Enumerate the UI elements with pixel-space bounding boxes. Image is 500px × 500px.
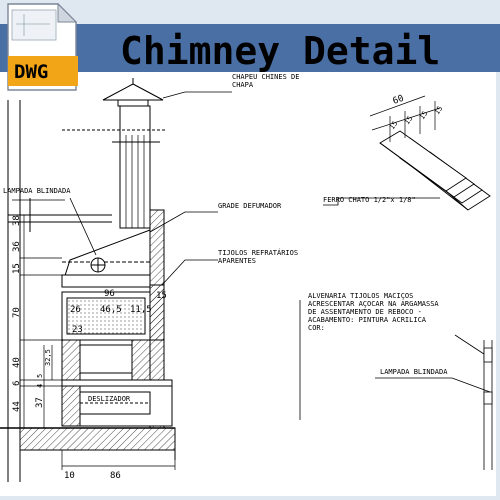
file-icon-badge-text: DWG <box>14 61 48 83</box>
grate-detail <box>379 130 491 211</box>
label-ferro: FERRO CHATO 1/2"x 1/8" <box>323 196 416 204</box>
dim-v-5: 5 <box>36 374 44 378</box>
dim-h-10: 10 <box>64 471 75 481</box>
banner-title: Chimney Detail <box>120 29 440 73</box>
label-alvenaria-2: ACRESCENTAR AÇOCAR NA ARGAMASSA <box>308 300 439 308</box>
banner-bar <box>0 24 500 72</box>
file-icon-fold <box>57 2 78 23</box>
file-icon-preview <box>11 9 57 41</box>
label-alvenaria-5: COR: <box>308 324 325 332</box>
dim-v-36: 36 <box>12 241 22 252</box>
dim-grate-15c: 15 <box>418 110 429 122</box>
label-chapeu-2: CHAPA <box>232 81 254 89</box>
dimension-text: 15 15 38 36 15 70 40 6 44 37 5 4 32,5 96… <box>12 58 444 481</box>
label-grade: GRADE DEFUMADOR <box>218 202 282 210</box>
chimney-flue <box>119 105 151 229</box>
annotation-text: CHAPEU CHINES DE CHAPA LAMPADA BLINDADA … <box>3 73 448 403</box>
dwg-file-icon: DWG <box>7 2 78 91</box>
label-alvenaria-4: ACABAMENTO: PINTURA ACRILICA <box>308 316 427 324</box>
dim-h-46-5: 46,5 <box>100 305 122 315</box>
floor-slab <box>19 427 176 451</box>
dim-v-70: 70 <box>12 307 22 318</box>
hearth-left-hatch <box>61 339 81 381</box>
hearth-inner <box>79 344 133 374</box>
hearth-right-hatch <box>131 339 151 381</box>
label-deslizador: DESLIZADOR <box>88 395 131 403</box>
label-chapeu-1: CHAPEU CHINES DE <box>232 73 299 81</box>
title-banner: Chimney Detail <box>0 0 500 73</box>
grate-dimensions <box>369 95 441 142</box>
vertical-dimension-chain <box>20 215 176 470</box>
label-alvenaria-1: ALVENARIA TIJOLOS MACIÇOS <box>308 292 413 300</box>
dim-grate-15b: 15 <box>403 115 414 127</box>
firebox-side <box>149 284 165 341</box>
dim-h-11-5: 11,5 <box>130 305 152 315</box>
dim-v-37: 37 <box>35 397 45 408</box>
dim-v-32-5: 32,5 <box>44 349 52 366</box>
dim-v-4: 4 <box>36 384 44 388</box>
dim-v-15: 15 <box>12 263 22 274</box>
page-edge-right <box>496 0 500 500</box>
chimney-section <box>0 78 176 482</box>
dim-grate-15d: 15 <box>433 105 444 117</box>
dim-h-96: 96 <box>104 289 115 299</box>
dim-v-38: 38 <box>12 215 22 226</box>
firebox-brick <box>66 297 146 335</box>
cap-collar <box>117 99 149 107</box>
hood-band <box>61 274 151 288</box>
hearth-slab <box>61 379 173 387</box>
right-wall-fragment <box>483 340 493 470</box>
dim-h-23: 23 <box>72 325 83 335</box>
label-tijolos-1: TIJOLOS REFRATÁRIOS <box>218 248 298 257</box>
dim-v-6: 6 <box>12 381 22 386</box>
dim-grate-15a: 15 <box>388 120 399 132</box>
dim-h-15: 15 <box>156 291 167 301</box>
label-lampada-top: LAMPADA BLINDADA <box>3 187 71 195</box>
label-lampada-right: LAMPADA BLINDADA <box>380 368 448 376</box>
file-icon-badge <box>8 56 78 86</box>
label-alvenaria-3: DE ASSENTAMENTO DE REBOCO - <box>308 308 422 316</box>
flue-ribs <box>125 135 145 228</box>
base-left-hatch <box>61 385 81 427</box>
label-tijolos-2: APARENTES <box>218 257 256 265</box>
dim-grate-60: 60 <box>392 94 406 107</box>
dim-v-40: 40 <box>12 357 22 368</box>
dim-h-86: 86 <box>110 471 121 481</box>
dim-h-26: 26 <box>70 305 81 315</box>
dim-v-44: 44 <box>12 401 22 412</box>
page-edge-bottom <box>0 496 500 500</box>
